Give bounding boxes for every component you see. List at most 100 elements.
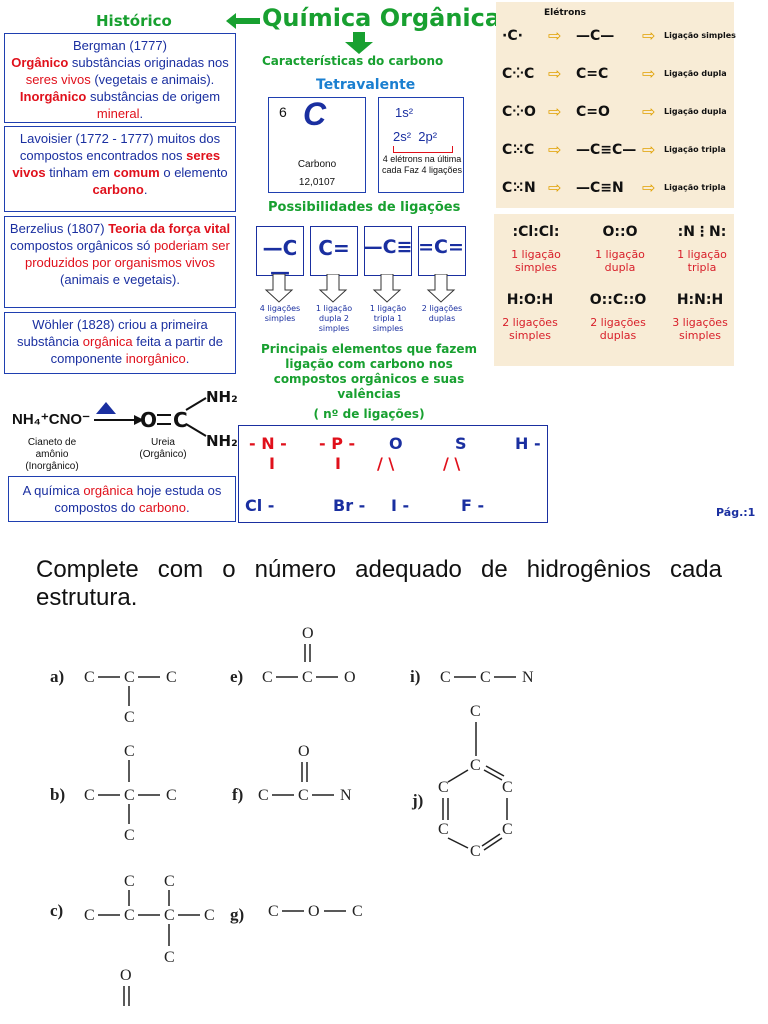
electron-left: C⁙N (502, 180, 536, 196)
urea-nh2-top: NH₂ (206, 388, 238, 406)
reactant-label: Cianeto de amônio (Inorgânico) (25, 437, 79, 472)
atom-o: O (308, 903, 320, 920)
lewis-formula: :N⋮N: (677, 224, 727, 240)
valence-n: - N - (249, 434, 287, 453)
electron-row: C⁙N⇨—C≡N⇨Ligação tripla (496, 176, 734, 206)
arrow-left-icon (226, 13, 260, 29)
urea-double-bond (157, 414, 171, 425)
atom-c: C (124, 743, 135, 760)
arrow-right-icon: ⇨ (548, 140, 562, 159)
electron-right: —C— (576, 28, 615, 44)
electron-row: C⁘O⇨C=O⇨Ligação dupla (496, 100, 734, 130)
lewis-formula: :Cl:Cl: (512, 224, 560, 240)
berzelius-box: Berzelius (1807) Teoria da força vital c… (4, 216, 236, 308)
arrow-right-icon: ⇨ (548, 26, 562, 45)
arrow-right-icon: ⇨ (642, 64, 656, 83)
electron-right: —C≡N (576, 180, 624, 196)
atom-c: C (164, 873, 175, 890)
label-f: f) (232, 785, 243, 804)
lewis-label: 1 ligação simples (511, 248, 561, 274)
label-b: b) (50, 785, 65, 804)
lewis-label: 2 ligações simples (502, 316, 558, 342)
electron-row: ·C·⇨—C—⇨Ligação simples (496, 24, 736, 54)
electron-right: —C≡C— (576, 142, 637, 158)
bergman-box: Bergman (1777) Orgânico substâncias orig… (4, 33, 236, 123)
urea-c: C (173, 408, 188, 432)
urea-bonds (185, 397, 207, 437)
atom-c: C (84, 787, 95, 804)
bond-types: —C— C= —C≡ =C= 4 ligações simples 1 liga… (254, 226, 466, 334)
electron-right: C=O (576, 104, 610, 120)
urea-nh2-bottom: NH₂ (206, 432, 238, 450)
page-number: Pág.:1 (716, 506, 756, 519)
lewis-label: 1 ligação tripla (677, 248, 727, 274)
carbon-card: 6 C Carbono 12,0107 (268, 97, 366, 193)
principais-text: Principais elementos que fazem ligação c… (261, 342, 477, 401)
possibilidades-title: Possibilidades de ligações (268, 200, 461, 215)
bond-two-double: =C= (418, 236, 464, 258)
quimica-hoje-box: A química orgânica hoje estuda os compos… (8, 476, 236, 522)
valence-i: I - (391, 496, 410, 515)
product-label: Ureia (Orgânico) (139, 437, 187, 460)
atom-c: C (166, 787, 177, 804)
lewis-label: 1 ligação dupla (595, 248, 645, 274)
bond-line (483, 837, 503, 851)
lewis-formula: O::O (602, 224, 638, 240)
reaction-reactant: NH₄⁺CNO⁻ (12, 411, 90, 428)
lewis-formula: H:N:H (676, 292, 724, 308)
arrow-right-icon: ⇨ (548, 102, 562, 121)
atom-c: C (258, 787, 269, 804)
electron-right: C=C (576, 66, 609, 82)
label-g: g) (230, 905, 244, 924)
principais-sub: ( nº de ligações) (313, 407, 425, 421)
atom-c: C (204, 907, 215, 924)
bond-double: C= (318, 236, 350, 260)
atom-o: O (298, 743, 310, 760)
wohler-box: Wöhler (1828) criou a primeira substânci… (4, 312, 236, 374)
atom-c: C (502, 779, 513, 796)
bond-line (481, 833, 501, 847)
atom-c: C (480, 669, 491, 686)
arrow-right-icon: ⇨ (642, 102, 656, 121)
atom-c: C (470, 843, 481, 860)
arrow-right-icon: ⇨ (642, 178, 656, 197)
label-i: i) (410, 667, 420, 686)
electron-left: C⁙C (502, 142, 535, 158)
valence-s: S (455, 434, 467, 453)
atom-c: C (470, 757, 481, 774)
atom-c: C (166, 669, 177, 686)
arrow-right-icon: ⇨ (642, 140, 656, 159)
lewis-formula: H:O:H (506, 292, 554, 308)
atom-c: C (124, 709, 135, 726)
electron-left: C⁘O (502, 104, 536, 120)
atom-c: C (352, 903, 363, 920)
atom-c: C (440, 669, 451, 686)
valence-h: H - (515, 434, 541, 453)
valence-o: O (389, 434, 403, 453)
electron-label: Ligação tripla (664, 183, 726, 192)
atom-n: N (340, 787, 352, 804)
electron-panel: Elétrons (496, 2, 734, 208)
atom-c: C (124, 873, 135, 890)
reaction-arrow-icon (94, 402, 144, 425)
label-e: e) (230, 667, 243, 686)
atom-c: C (84, 907, 95, 924)
valence-box: - N - - P - O S H - I I / \ / \ Cl - Br … (238, 425, 548, 523)
atom-c: C (302, 669, 313, 686)
valence-f: F - (461, 496, 485, 515)
valence-br: Br - (333, 496, 366, 515)
bond-line (447, 837, 469, 849)
atom-c: C (124, 787, 135, 804)
exercise-instruction: Complete com o número adequado de hidrog… (36, 556, 722, 611)
arrow-down-icon (345, 32, 373, 54)
atom-c: C (268, 903, 279, 920)
atom-c: C (124, 827, 135, 844)
bond-line (483, 769, 503, 781)
label-j: j) (411, 791, 423, 810)
electron-left: C⁘C (502, 66, 535, 82)
atom-c: C (84, 669, 95, 686)
atom-n: N (522, 669, 534, 686)
